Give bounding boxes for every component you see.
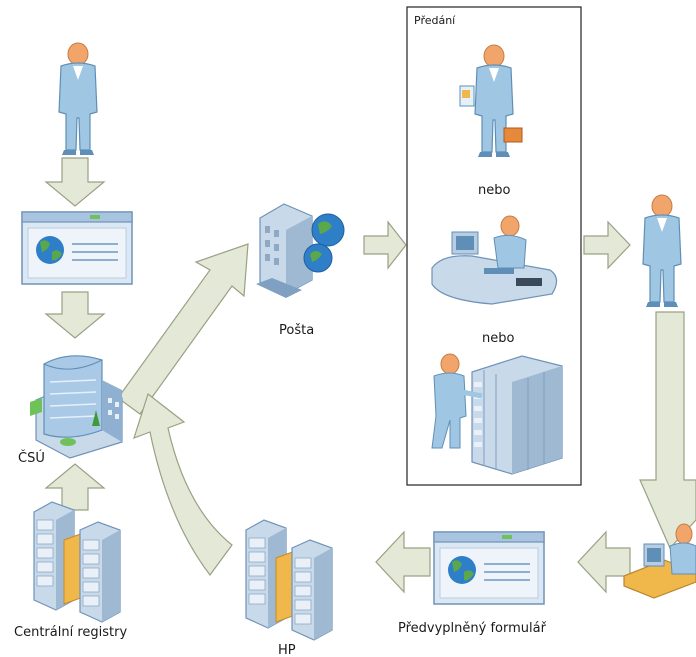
arrow-csu-posta bbox=[117, 243, 249, 415]
arrow-posta-predani bbox=[363, 220, 407, 270]
arrow-down-1 bbox=[44, 157, 106, 207]
desk-workstation-icon bbox=[431, 215, 558, 305]
browser-window-left bbox=[21, 211, 133, 285]
posta-label: Pošta bbox=[279, 323, 314, 338]
csu-label: ČSÚ bbox=[18, 450, 45, 466]
nebo-label-1: nebo bbox=[478, 183, 510, 198]
prefilled-form-browser bbox=[433, 531, 545, 605]
arrow-down-2 bbox=[44, 291, 106, 339]
arrow-left-1 bbox=[577, 530, 631, 594]
person-top-left bbox=[58, 42, 98, 156]
central-registry-label: Centrální registry bbox=[14, 625, 127, 640]
posta-building-icon bbox=[256, 203, 345, 298]
hp-label: HP bbox=[278, 643, 296, 657]
arrow-predani-person bbox=[583, 220, 631, 270]
nebo-label-2: nebo bbox=[482, 331, 514, 346]
courier-person bbox=[459, 44, 523, 158]
arrow-up-registry bbox=[44, 463, 106, 511]
central-registry-servers-icon bbox=[33, 501, 121, 623]
predani-label: Předání bbox=[414, 14, 456, 27]
prefilled-form-label: Předvyplněný formulář bbox=[398, 621, 547, 636]
csu-building-icon bbox=[30, 355, 123, 459]
arrows bbox=[44, 157, 696, 594]
arrow-down-right bbox=[639, 311, 696, 550]
arrow-hp-csu bbox=[133, 392, 233, 577]
hp-servers-icon bbox=[245, 519, 333, 641]
desk-person-bottom-right bbox=[623, 523, 696, 599]
person-right bbox=[642, 194, 682, 308]
server-room-icon bbox=[431, 353, 563, 475]
arrow-left-2 bbox=[375, 530, 431, 594]
